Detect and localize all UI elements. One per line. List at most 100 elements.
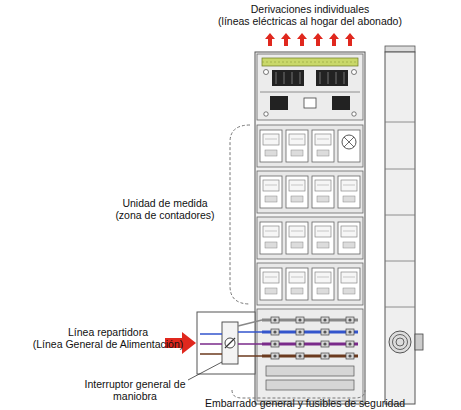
bracket-lines bbox=[188, 125, 365, 398]
output-arrows bbox=[265, 33, 355, 46]
output-note: (líneas eléctricas al hogar del abonado) bbox=[195, 15, 425, 27]
output-arrows-part bbox=[281, 33, 291, 46]
meter-modules-part bbox=[312, 222, 334, 254]
main-switch-part bbox=[197, 312, 255, 374]
derivation-module-part bbox=[284, 72, 285, 84]
busbar-module bbox=[257, 309, 363, 401]
side-column-part bbox=[393, 335, 408, 350]
meter-modules-part bbox=[286, 222, 308, 254]
meter-modules-part bbox=[260, 268, 282, 300]
bracket-lines-part bbox=[230, 125, 250, 304]
busbar-module-part bbox=[271, 329, 279, 335]
derivation-module-part bbox=[262, 58, 358, 66]
main-switch-part bbox=[225, 338, 235, 348]
derivation-module-part bbox=[262, 62, 358, 63]
derivation-module-part bbox=[304, 98, 316, 108]
derivation-module-part bbox=[264, 112, 268, 116]
derivation-module bbox=[257, 54, 363, 120]
busbar-module-part bbox=[296, 341, 304, 347]
derivation-module-part bbox=[264, 70, 269, 75]
derivation-module-part bbox=[336, 72, 337, 84]
busbar-module-part bbox=[296, 353, 304, 359]
busbar-label: Embarrado general y fusibles de segurida… bbox=[190, 397, 420, 409]
main-switch-part bbox=[200, 343, 222, 345]
output-arrows-part bbox=[329, 33, 339, 46]
derivation-module-part bbox=[270, 96, 288, 110]
derivation-module-part bbox=[352, 70, 357, 75]
derivation-module-part bbox=[316, 70, 348, 86]
side-column-part bbox=[385, 215, 415, 216]
meter-modules-part bbox=[338, 222, 360, 254]
main-switch-part bbox=[200, 353, 222, 355]
meter-modules-part bbox=[286, 268, 308, 300]
main-switch-part bbox=[225, 338, 235, 348]
meter-modules-part bbox=[286, 130, 308, 162]
busbar-module-part bbox=[296, 329, 304, 335]
busbar-module-part bbox=[346, 317, 354, 323]
side-column-part bbox=[385, 122, 415, 123]
side-column-part bbox=[415, 334, 423, 350]
side-column-part bbox=[389, 331, 411, 353]
derivation-module-part bbox=[292, 72, 293, 84]
derivation-module-part bbox=[272, 70, 304, 86]
busbar-module-part bbox=[296, 317, 304, 323]
output-heading: Derivaciones individuales bbox=[195, 3, 425, 15]
meter-modules-part bbox=[257, 217, 363, 259]
meter-zone-note: (zona de contadores) bbox=[100, 209, 230, 221]
meter-modules-part bbox=[257, 125, 363, 167]
busbar-module-part bbox=[321, 317, 329, 323]
side-column-part bbox=[396, 338, 404, 346]
side-column bbox=[385, 46, 423, 404]
busbar-module-part bbox=[266, 380, 354, 390]
main-switch-part bbox=[238, 355, 262, 357]
derivation-module-part bbox=[344, 72, 345, 84]
busbar-module-part bbox=[271, 353, 279, 359]
busbar-module-part bbox=[321, 341, 329, 347]
meter-modules-part bbox=[312, 130, 334, 162]
meter-modules-part bbox=[286, 176, 308, 208]
meter-modules-part bbox=[260, 130, 282, 162]
busbar-module-part bbox=[257, 309, 363, 401]
side-column-part bbox=[385, 307, 415, 308]
meter-zone-heading: Unidad de medida bbox=[100, 197, 230, 209]
derivation-module-part bbox=[257, 54, 363, 120]
meter-modules-part bbox=[257, 171, 363, 213]
meter-modules-part bbox=[344, 137, 354, 147]
meter-modules-part bbox=[344, 137, 354, 147]
derivation-module-part bbox=[276, 72, 277, 84]
busbar-module-part bbox=[346, 353, 354, 359]
side-column-part bbox=[385, 46, 415, 52]
derivation-module-part bbox=[300, 72, 301, 84]
busbar-module-part bbox=[346, 329, 354, 335]
derivation-module-part bbox=[332, 96, 350, 110]
switch-label: Interruptor general de maniobra bbox=[76, 378, 194, 402]
derivation-module-part bbox=[352, 112, 356, 116]
side-column-part bbox=[385, 52, 415, 404]
meter-modules-part bbox=[342, 135, 356, 149]
panel-frame-part bbox=[255, 52, 365, 404]
busbar-module-part bbox=[271, 341, 279, 347]
main-switch bbox=[197, 312, 262, 374]
meter-modules-part bbox=[260, 222, 282, 254]
main-switch-part bbox=[222, 322, 238, 364]
derivation-module-part bbox=[260, 92, 360, 93]
bracket-lines-part bbox=[188, 362, 222, 380]
panel-frame bbox=[255, 52, 365, 404]
main-switch-part bbox=[200, 333, 222, 335]
output-arrows-part bbox=[265, 33, 275, 46]
busbar-module-part bbox=[271, 317, 279, 323]
meter-modules-part bbox=[257, 263, 363, 305]
meter-modules-part bbox=[312, 176, 334, 208]
output-arrows-part bbox=[313, 33, 323, 46]
meter-modules-part bbox=[260, 176, 282, 208]
meter-modules-part bbox=[338, 130, 360, 162]
meter-modules bbox=[257, 125, 363, 305]
meter-modules-part bbox=[338, 176, 360, 208]
meter-modules-part bbox=[312, 268, 334, 300]
side-column-part bbox=[385, 169, 415, 170]
output-arrows-part bbox=[297, 33, 307, 46]
derivation-module-part bbox=[328, 72, 329, 84]
bracket-lines-part bbox=[232, 390, 365, 398]
derivation-module-part bbox=[320, 72, 321, 84]
output-arrows-part bbox=[345, 33, 355, 46]
